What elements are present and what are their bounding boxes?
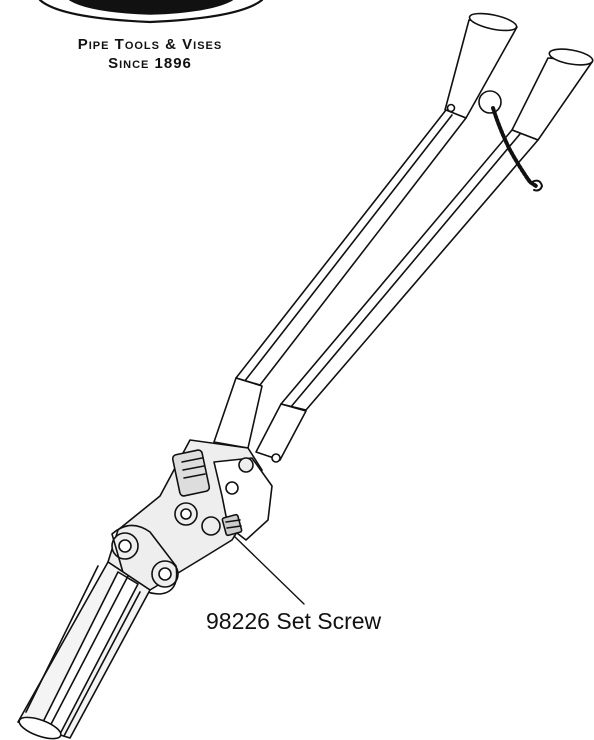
set-screw: [221, 513, 243, 537]
brand-tagline-line2: Since 1896: [108, 55, 192, 72]
left-handle: [235, 12, 518, 386]
left-sleeve: [213, 377, 263, 449]
callout-label: 98226 Set Screw: [206, 608, 382, 634]
right-handle: [280, 48, 594, 411]
brand-tagline-line1: Pipe Tools & Vises: [77, 36, 223, 53]
cutter-jaws: [17, 561, 151, 740]
cutter-head: [107, 439, 273, 595]
logo-emblem: [38, 0, 264, 24]
right-sleeve: [255, 403, 307, 463]
handle-chain: [478, 90, 543, 192]
callout-leader: [233, 535, 305, 605]
